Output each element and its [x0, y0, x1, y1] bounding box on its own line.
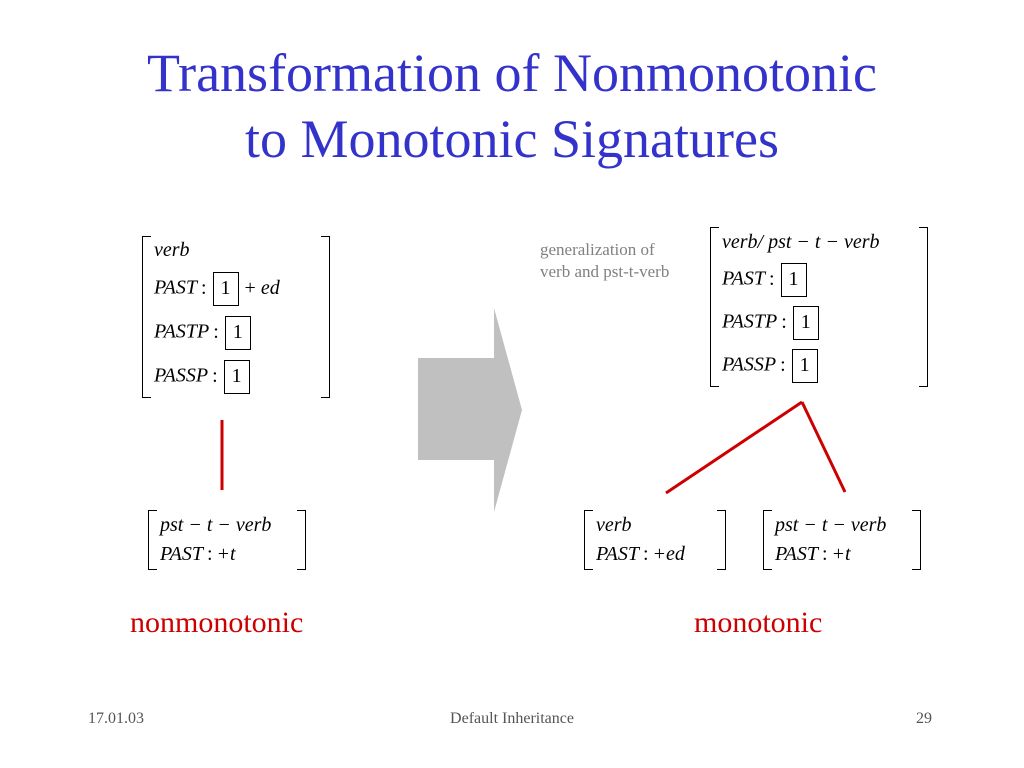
title-line-1: Transformation of Nonmonotonic: [147, 43, 877, 103]
footer-date: 17.01.03: [88, 710, 144, 727]
right-left-avm: verb PAST:+ed: [584, 510, 726, 570]
avm-type: verb: [154, 239, 190, 261]
attr-past: PAST: [154, 276, 197, 299]
footer-page-number: 29: [916, 710, 932, 727]
avm-row-passp: PASSP:1: [154, 360, 250, 394]
tag-box: 1: [792, 306, 819, 340]
tag-box: 1: [780, 263, 807, 297]
bracket-left: [584, 510, 593, 570]
avm-type: pst − t − verb: [160, 514, 272, 536]
label-nonmonotonic: nonmonotonic: [130, 606, 304, 639]
avm-type: verb: [596, 514, 632, 536]
label-monotonic: monotonic: [694, 606, 823, 639]
attr-pastp: PASTP: [154, 320, 210, 343]
attr-past: PAST: [722, 267, 765, 290]
avm-row-past: PAST:+ed: [596, 543, 685, 565]
past-value: +t: [831, 543, 851, 565]
avm-row-past: PAST:1+ ed: [154, 272, 280, 306]
slide-title: Transformation of Nonmonotonic to Monoto…: [0, 40, 1024, 172]
tag-box: 1: [791, 349, 818, 383]
bracket-right: [297, 510, 306, 570]
right-top-avm: verb/ pst − t − verb PAST:1 PASTP:1 PASS…: [710, 227, 928, 387]
title-line-2: to Monotonic Signatures: [245, 109, 779, 169]
avm-row-passp: PASSP:1: [722, 349, 818, 383]
attr-past: PAST: [160, 543, 203, 565]
generalization-note: generalization of verb and pst-t-verb: [540, 239, 669, 283]
note-line-1: generalization of: [540, 240, 655, 259]
bracket-right: [919, 227, 928, 387]
avm-row-pastp: PASTP:1: [154, 316, 251, 350]
attr-past: PAST: [596, 543, 639, 565]
attr-pastp: PASTP: [722, 310, 778, 333]
avm-type: pst − t − verb: [775, 514, 887, 536]
bracket-right: [717, 510, 726, 570]
tag-box: 1: [212, 272, 239, 306]
avm-row-pastp: PASTP:1: [722, 306, 819, 340]
attr-passp: PASSP: [154, 364, 209, 387]
left-bottom-avm: pst − t − verb PAST:+t: [148, 510, 306, 570]
footer-title: Default Inheritance: [450, 710, 574, 727]
note-line-2: verb and pst-t-verb: [540, 262, 670, 281]
right-edge-left-branch: [665, 400, 803, 495]
bracket-right: [912, 510, 921, 570]
avm-row-past: PAST:+t: [775, 543, 851, 565]
right-edge-right-branch: [800, 401, 847, 493]
avm-type: verb/ pst − t − verb: [722, 231, 880, 253]
suffix-value: ed: [260, 276, 280, 299]
bracket-left: [142, 236, 151, 398]
past-value: +t: [216, 543, 236, 565]
tag-box: 1: [223, 360, 250, 394]
bracket-left: [148, 510, 157, 570]
bracket-right: [321, 236, 330, 398]
right-right-avm: pst − t − verb PAST:+t: [763, 510, 921, 570]
tag-box: 1: [224, 316, 251, 350]
avm-row-past: PAST:1: [722, 263, 807, 297]
attr-passp: PASSP: [722, 353, 777, 376]
avm-row-past: PAST:+t: [160, 543, 236, 565]
bracket-left: [763, 510, 772, 570]
past-value: +ed: [652, 543, 685, 565]
bracket-left: [710, 227, 719, 387]
attr-past: PAST: [775, 543, 818, 565]
left-top-avm: verb PAST:1+ ed PASTP:1 PASSP:1: [142, 236, 330, 398]
block-arrow-right-icon: [418, 308, 522, 512]
